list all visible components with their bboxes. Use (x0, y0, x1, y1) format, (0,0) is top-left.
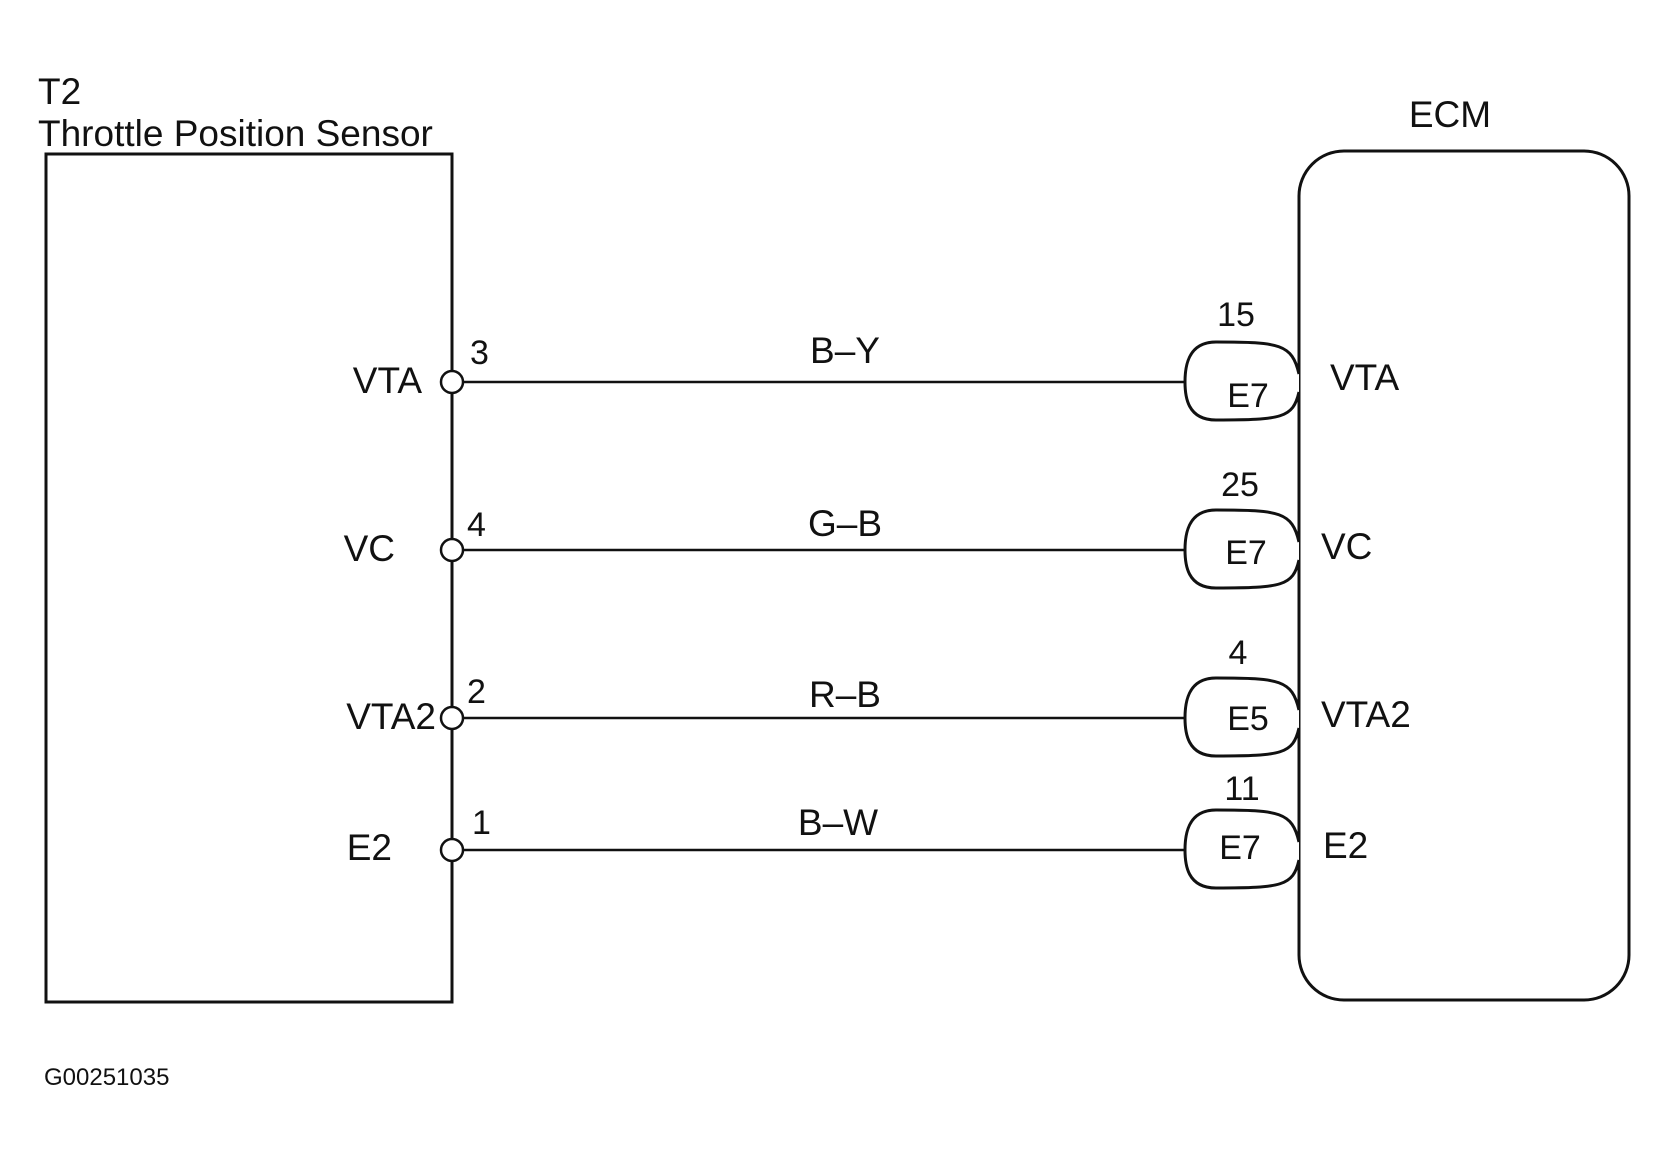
ecm-terminal-label-vta: VTA (1330, 357, 1400, 398)
ecm-connector-code-vta: E7 (1227, 377, 1269, 415)
ecm-title: ECM (1408, 94, 1492, 135)
sensor-terminal-e2 (439, 837, 465, 863)
sensor-terminal-vta2 (439, 705, 465, 731)
ecm-terminal-label-e2: E2 (1323, 825, 1369, 866)
figure-id: G00251035 (44, 1064, 170, 1091)
ecm-terminal-number-vc: 25 (1221, 466, 1259, 504)
sensor-name: Throttle Position Sensor (38, 113, 433, 154)
ecm-terminal-number-e2: 11 (1224, 770, 1260, 808)
sensor-pin-label-vta2: VTA2 (346, 696, 436, 737)
ecm-connector-vc (1183, 508, 1301, 590)
sensor-terminal-vta (439, 369, 465, 395)
ecm-connector-code-e2: E7 (1219, 829, 1261, 867)
ecm-connector-e2 (1183, 808, 1301, 890)
ecm-terminal-number-vta2: 4 (1228, 634, 1248, 672)
ecm-terminal-number-vta: 15 (1217, 296, 1255, 334)
sensor-pin-number-vta: 3 (470, 334, 489, 372)
ecm-connector-vta2 (1183, 676, 1301, 758)
sensor-pin-number-vc: 4 (467, 506, 486, 544)
wire-color-vta2: R–B (809, 674, 881, 715)
sensor-terminal-vc (439, 537, 465, 563)
sensor-pin-label-e2: E2 (346, 827, 392, 868)
sensor-pin-label-vta: VTA (352, 360, 422, 401)
ecm-terminal-label-vta2: VTA2 (1321, 694, 1411, 735)
sensor-pin-number-vta2: 2 (467, 673, 486, 711)
sensor-box (44, 152, 454, 1004)
ecm-connector-code-vta2: E5 (1227, 700, 1269, 738)
wire-color-vc: G–B (807, 503, 883, 544)
sensor-code: T2 (38, 71, 82, 112)
ecm-box (1297, 149, 1631, 1002)
sensor-pin-number-e2: 1 (472, 804, 491, 842)
ecm-connector-vta (1183, 340, 1301, 422)
ecm-terminal-label-vc: VC (1321, 526, 1373, 567)
wire-color-e2: B–W (797, 802, 879, 843)
wire-color-vta: B–Y (810, 330, 880, 371)
ecm-connector-code-vc: E7 (1225, 534, 1267, 572)
sensor-pin-label-vc: VC (343, 528, 395, 569)
